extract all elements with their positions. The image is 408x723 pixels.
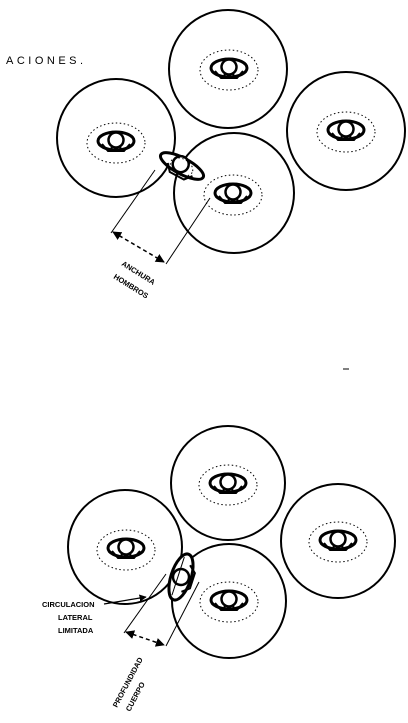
label-pointer [103, 594, 147, 605]
top-heading: ACIONES. [6, 55, 87, 67]
top-diagram: ACIONES. ANCHURA HOMBROS [6, 9, 406, 300]
space-circle [67, 489, 183, 605]
person-top-view-icon [309, 522, 367, 562]
side-label: CIRCULACION [42, 600, 95, 609]
dimension-arrow-icon [123, 573, 200, 647]
person-top-view-icon [317, 112, 375, 152]
bottom-diagram: CIRCULACION LATERAL LIMITADA PROFUNDIDAD… [42, 425, 396, 713]
space-circle [171, 543, 287, 659]
dimension-arrow-icon [110, 169, 211, 265]
space-circle [168, 9, 288, 129]
person-top-view-icon [204, 175, 262, 215]
person-top-view-icon [97, 530, 155, 570]
space-circle [173, 132, 295, 254]
side-label: LIMITADA [58, 626, 94, 635]
person-top-view-icon [199, 465, 257, 505]
space-circle [56, 78, 176, 198]
space-circle [280, 483, 396, 599]
space-circle [286, 71, 406, 191]
person-top-view-icon [158, 151, 206, 181]
person-top-view-icon [87, 123, 145, 163]
side-label: LATERAL [58, 613, 93, 622]
person-top-view-icon [200, 50, 258, 90]
person-top-view-icon [167, 552, 196, 602]
person-top-view-icon [200, 582, 258, 622]
space-circle [170, 425, 286, 541]
